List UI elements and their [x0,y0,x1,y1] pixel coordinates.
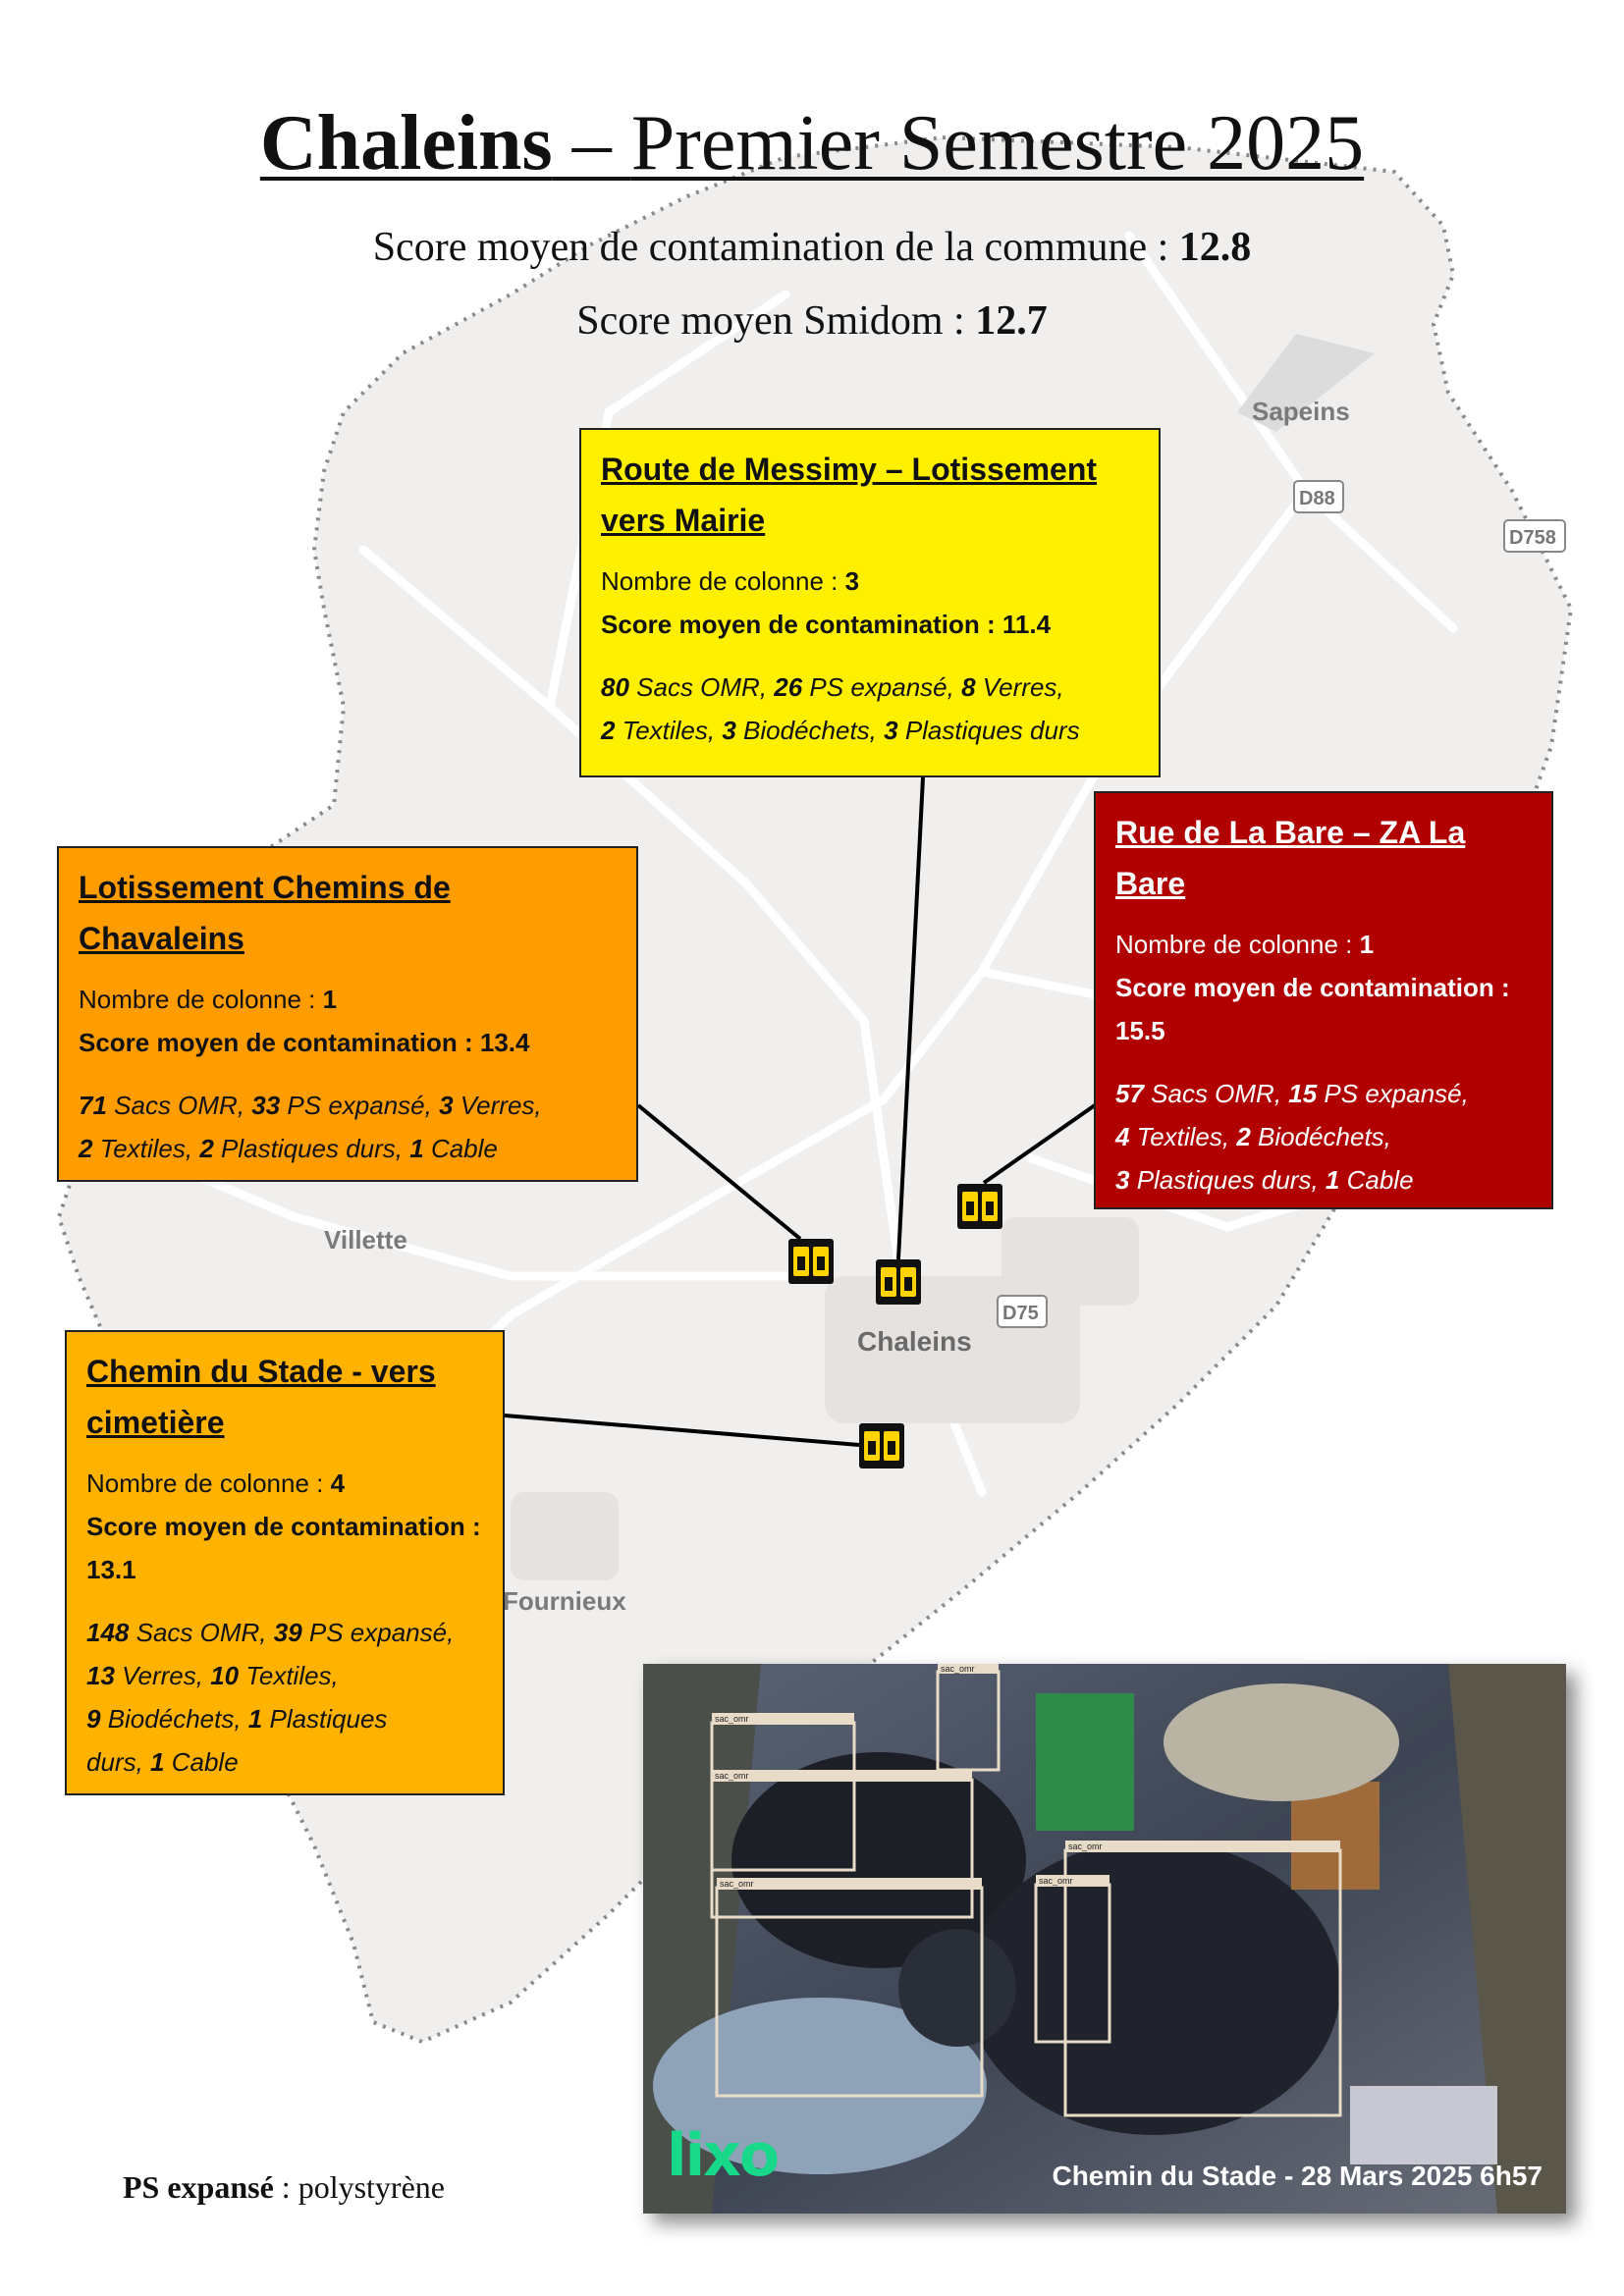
zone-score: Score moyen de contamination : 11.4 [601,610,1052,639]
lixo-logo: lixo [667,2121,780,2190]
zone-contaminants: 80 Sacs OMR, 26 PS expansé, 8 Verres, 2 … [601,672,1080,745]
smidom-score-value: 12.7 [975,298,1048,344]
zone-colonnes: Nombre de colonne : 1 [79,985,338,1014]
commune-score-line: Score moyen de contamination de la commu… [0,224,1624,271]
footnote-definition: : polystyrène [273,2169,445,2205]
map-label-sapeins: Sapeins [1252,397,1350,426]
title-period: Premier Semestre 2025 [630,100,1365,187]
zone-colonnes: Nombre de colonne : 3 [601,566,860,596]
zone-contaminants: 57 Sacs OMR, 15 PS expansé, 4 Textiles, … [1115,1079,1469,1195]
zone-contaminants: 148 Sacs OMR, 39 PS expansé, 13 Verres, … [86,1618,455,1777]
zone-card-chemin-du-stade: Chemin du Stade - vers cimetière Nombre … [65,1330,505,1795]
waste-photo-illustration: sac_omr sac_omr sac_omr sac_omr sac_omr … [643,1664,1566,2214]
map-label-d758: D758 [1509,527,1556,549]
zone-title: Lotissement Chemins de Chavaleins [79,870,451,956]
photo-caption: Chemin du Stade - 28 Mars 2025 6h57 [1052,2161,1543,2191]
container-icon[interactable] [876,1259,921,1305]
smidom-score-line: Score moyen Smidom : 12.7 [0,297,1624,345]
detection-label: sac_omr [715,1714,749,1724]
zone-card-route-de-messimy: Route de Messimy – Lotissement vers Mair… [579,428,1161,777]
container-icon[interactable] [957,1184,1002,1229]
zone-colonnes: Nombre de colonne : 4 [86,1468,346,1498]
title-separator: – [552,100,631,187]
page-title: Chaleins – Premier Semestre 2025 [0,98,1624,188]
zone-colonnes: Nombre de colonne : 1 [1115,930,1375,959]
map-label-chaleins: Chaleins [857,1326,972,1357]
container-icon[interactable] [859,1423,904,1468]
zone-score: Score moyen de contamination : 13.1 [86,1512,481,1584]
map-label-fournieux: Fournieux [503,1586,626,1616]
footnote: PS expansé : polystyrène [123,2169,445,2206]
container-camera-photo: sac_omr sac_omr sac_omr sac_omr sac_omr … [643,1664,1566,2214]
zone-title: Route de Messimy – Lotissement vers Mair… [601,452,1098,538]
zone-card-chemins-de-chavaleins: Lotissement Chemins de Chavaleins Nombre… [57,846,638,1182]
zone-title: Rue de La Bare – ZA La Bare [1115,815,1466,901]
zone-title: Chemin du Stade - vers cimetière [86,1354,436,1440]
map-label-villette: Villette [324,1225,407,1255]
detection-label: sac_omr [715,1771,749,1781]
zone-card-rue-de-la-bare: Rue de La Bare – ZA La Bare Nombre de co… [1094,791,1553,1209]
zone-contaminants: 71 Sacs OMR, 33 PS expansé, 3 Verres, 2 … [79,1091,542,1163]
zone-score: Score moyen de contamination : 15.5 [1115,973,1510,1045]
detection-label: sac_omr [941,1664,975,1674]
detection-label: sac_omr [1068,1842,1103,1851]
container-icon[interactable] [788,1239,834,1284]
detection-label: sac_omr [720,1879,754,1889]
footnote-term: PS expansé [123,2169,274,2205]
commune-score-label: Score moyen de contamination de la commu… [372,225,1179,270]
commune-score-value: 12.8 [1178,225,1252,270]
detection-label: sac_omr [1039,1876,1073,1886]
map-label-d88: D88 [1299,488,1335,509]
zone-score: Score moyen de contamination : 13.4 [79,1028,530,1057]
smidom-score-label: Score moyen Smidom : [576,298,976,344]
map-label-d75: D75 [1002,1303,1039,1324]
title-commune: Chaleins [259,100,553,187]
